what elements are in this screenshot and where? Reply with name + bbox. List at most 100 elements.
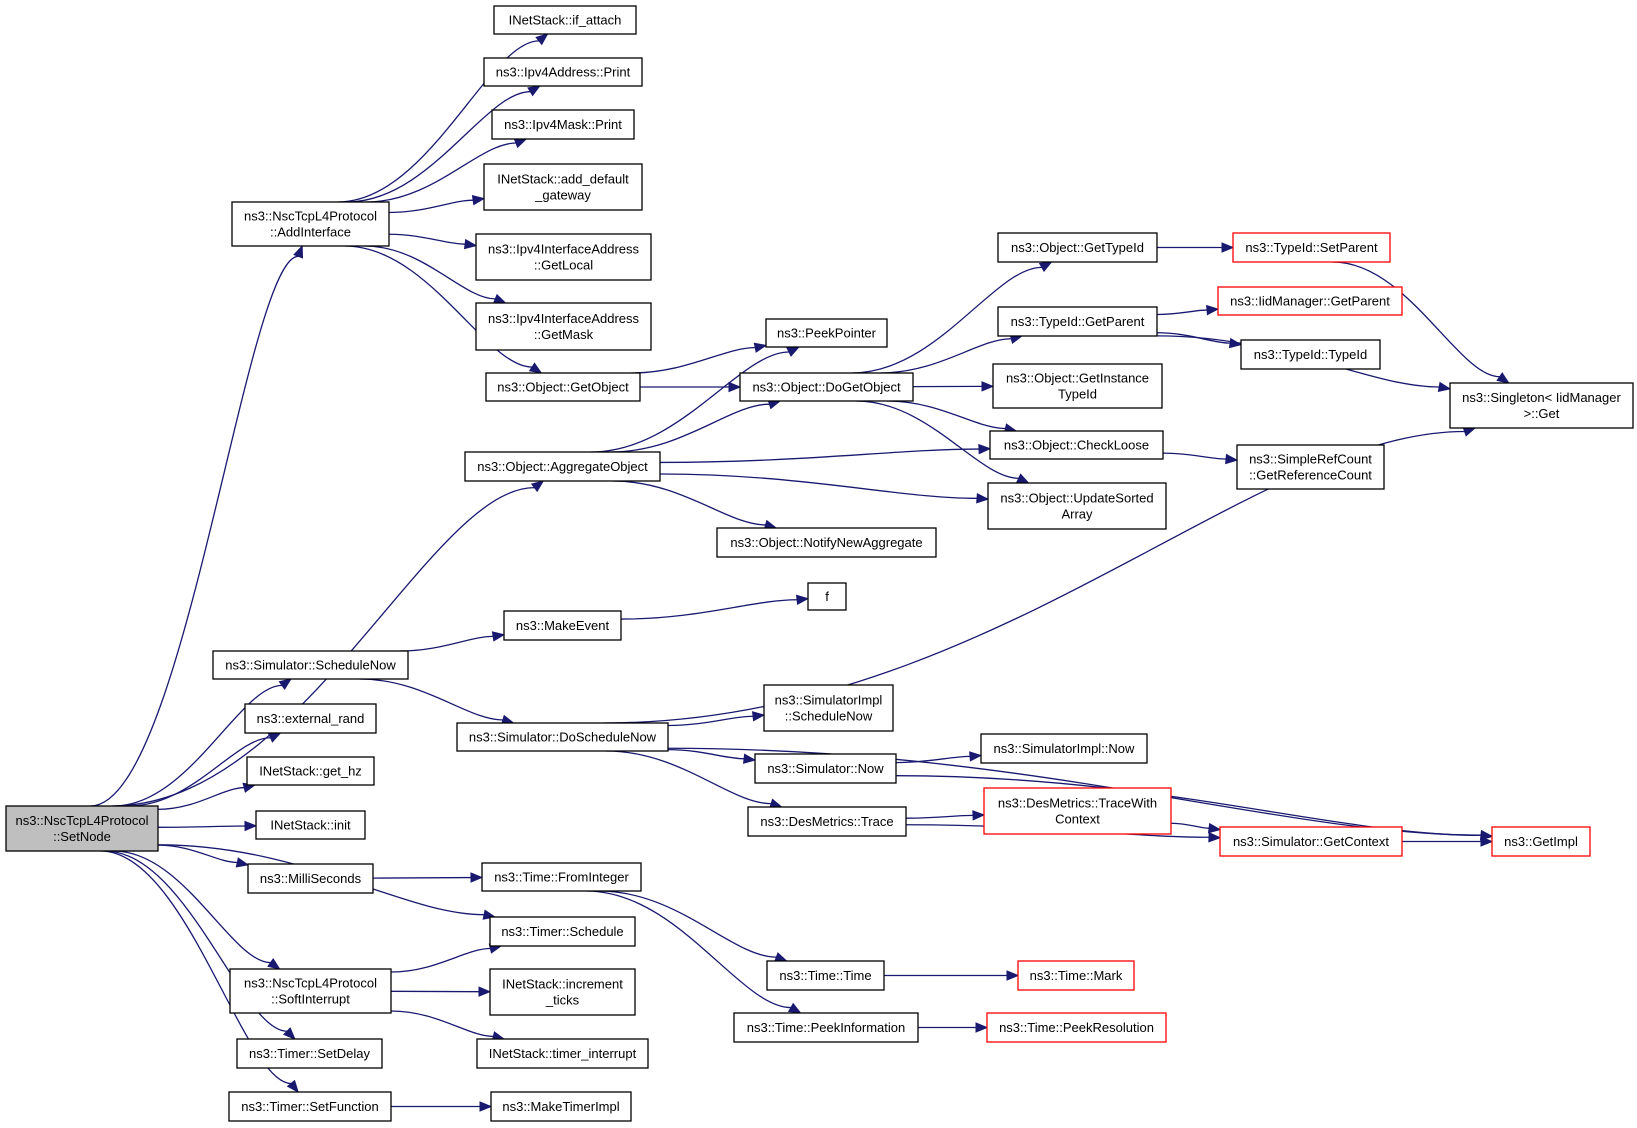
node-typeid_typeid[interactable]: ns3::TypeId::TypeId <box>1240 339 1381 370</box>
node-schedulenow[interactable]: ns3::Simulator::ScheduleNow <box>212 650 409 680</box>
edge-setnode-to-setfunction <box>100 850 292 1085</box>
node-peekpointer[interactable]: ns3::PeekPointer <box>765 318 888 348</box>
edge-addinterface-to-add_default_gateway <box>388 199 474 214</box>
node-gettypeid[interactable]: ns3::Object::GetTypeId <box>997 232 1158 263</box>
node-box <box>229 968 392 1014</box>
node-time_mark[interactable]: ns3::Time::Mark <box>1017 960 1135 991</box>
node-setnode[interactable]: ns3::NscTcpL4Protocol::SetNode <box>5 805 159 852</box>
node-simulator_now[interactable]: ns3::Simulator::Now <box>754 753 897 784</box>
node-singleton_get[interactable]: ns3::Singleton< IidManager>::Get <box>1449 382 1634 429</box>
node-checkloose[interactable]: ns3::Object::CheckLoose <box>989 430 1164 460</box>
node-label: ns3::Simulator::ScheduleNow <box>225 658 396 673</box>
node-box <box>483 163 643 211</box>
arrowhead-getmask <box>492 293 507 304</box>
arrowhead-peekinformation <box>787 1002 802 1014</box>
arrowhead-external_rand <box>267 732 282 743</box>
node-makeevent[interactable]: ns3::MakeEvent <box>503 610 622 641</box>
node-getimpl[interactable]: ns3::GetImpl <box>1491 826 1591 857</box>
node-iidmanager_getparent[interactable]: ns3::IidManager::GetParent <box>1217 286 1403 316</box>
node-frominteger[interactable]: ns3::Time::FromInteger <box>481 862 642 892</box>
node-box <box>493 5 637 35</box>
node-box <box>1236 444 1385 490</box>
edge-setnode-to-milliseconds <box>157 844 238 864</box>
node-label: ns3::Simulator::Now <box>767 761 884 776</box>
edge-schedulenow-to-makeevent <box>399 635 494 652</box>
node-doschedulenow[interactable]: ns3::Simulator::DoScheduleNow <box>456 722 669 752</box>
node-box <box>228 1091 392 1122</box>
node-desmetrics_trace[interactable]: ns3::DesMetrics::Trace <box>747 806 907 837</box>
arrowhead-gettypeid <box>1038 261 1053 273</box>
node-milliseconds[interactable]: ns3::MilliSeconds <box>247 863 374 894</box>
node-box <box>747 806 907 837</box>
node-label: ns3::NscTcpL4Protocol <box>244 976 377 991</box>
arrowhead-getinstancetypeid <box>981 381 995 392</box>
node-if_attach[interactable]: INetStack::if_attach <box>493 5 637 35</box>
node-label: ns3::MakeTimerImpl <box>502 1099 619 1114</box>
node-label: TypeId <box>1058 387 1097 402</box>
node-dogetobject[interactable]: ns3::Object::DoGetObject <box>739 372 914 402</box>
node-box <box>997 306 1158 337</box>
node-peekinformation[interactable]: ns3::Time::PeekInformation <box>733 1012 919 1043</box>
node-increment_ticks[interactable]: INetStack::increment_ticks <box>489 968 636 1016</box>
edge-softinterrupt-to-timer_interrupt <box>390 1010 494 1037</box>
node-ipv4mask_print[interactable]: ns3::Ipv4Mask::Print <box>491 109 635 140</box>
node-simimpl_schedulenow[interactable]: ns3::SimulatorImpl::ScheduleNow <box>763 684 894 732</box>
node-box <box>483 57 643 87</box>
node-maketimerimpl[interactable]: ns3::MakeTimerImpl <box>490 1091 632 1122</box>
node-add_default_gateway[interactable]: INetStack::add_default_gateway <box>483 163 643 211</box>
node-external_rand[interactable]: ns3::external_rand <box>244 703 377 734</box>
node-ipv4addr_print[interactable]: ns3::Ipv4Address::Print <box>483 57 643 87</box>
arrowhead-if_attach <box>535 33 549 46</box>
node-getcontext[interactable]: ns3::Simulator::GetContext <box>1219 826 1403 857</box>
arrowhead-ipv4addr_print <box>527 85 541 97</box>
node-box <box>489 968 636 1016</box>
edge-milliseconds-to-frominteger <box>372 876 472 879</box>
edge-dogetobject-to-gettypeid <box>851 266 1042 374</box>
node-time_time[interactable]: ns3::Time::Time <box>766 960 885 991</box>
node-label: ns3::Object::CheckLoose <box>1004 438 1149 453</box>
node-init[interactable]: INetStack::init <box>255 810 366 840</box>
node-timer_interrupt[interactable]: INetStack::timer_interrupt <box>476 1038 649 1069</box>
node-get_hz[interactable]: INetStack::get_hz <box>246 756 375 786</box>
node-label: Context <box>1055 812 1100 827</box>
node-box <box>5 805 159 852</box>
node-typeid_getparent[interactable]: ns3::TypeId::GetParent <box>997 306 1158 337</box>
node-box <box>992 363 1163 409</box>
arrowhead-time_time <box>774 952 788 962</box>
node-typeid_setparent[interactable]: ns3::TypeId::SetParent <box>1232 232 1391 263</box>
node-timer_schedule[interactable]: ns3::Timer::Schedule <box>489 916 636 947</box>
node-notifynewaggregate[interactable]: ns3::Object::NotifyNewAggregate <box>716 527 937 558</box>
edge-aggregateobject-to-dogetobject <box>610 403 770 453</box>
node-simimpl_now[interactable]: ns3::SimulatorImpl::Now <box>980 733 1148 764</box>
node-peekresolution[interactable]: ns3::Time::PeekResolution <box>986 1012 1167 1043</box>
node-aggregateobject[interactable]: ns3::Object::AggregateObject <box>464 451 661 482</box>
node-setfunction[interactable]: ns3::Timer::SetFunction <box>228 1091 392 1122</box>
node-getlocal[interactable]: ns3::Ipv4InterfaceAddress::GetLocal <box>475 233 652 281</box>
node-label: ns3::Timer::SetFunction <box>241 1099 379 1114</box>
node-setdelay[interactable]: ns3::Timer::SetDelay <box>236 1038 383 1069</box>
node-box <box>989 430 1164 460</box>
edge-addinterface-to-ipv4addr_print <box>347 91 531 203</box>
node-label: ns3::Time::Time <box>779 968 871 983</box>
node-box <box>247 863 374 894</box>
node-box <box>1217 286 1403 316</box>
node-box <box>765 318 888 348</box>
node-label: ns3::PeekPointer <box>777 326 877 341</box>
edge-aggregateobject-to-peekpointer <box>591 351 789 453</box>
node-addinterface[interactable]: ns3::NscTcpL4Protocol::AddInterface <box>231 201 390 247</box>
node-box <box>456 722 669 752</box>
edge-aggregateobject-to-checkloose <box>659 448 980 464</box>
node-getobject[interactable]: ns3::Object::GetObject <box>485 372 641 402</box>
node-getmask[interactable]: ns3::Ipv4InterfaceAddress::GetMask <box>475 302 652 351</box>
node-label: ns3::Simulator::GetContext <box>1233 834 1389 849</box>
arrowhead-setfunction <box>286 1079 299 1094</box>
node-f[interactable]: f <box>807 582 847 611</box>
edge-addinterface-to-getlocal <box>388 233 466 245</box>
node-getreferencecount[interactable]: ns3::SimpleRefCount::GetReferenceCount <box>1236 444 1385 490</box>
edge-setnode-to-init <box>157 825 246 828</box>
node-softinterrupt[interactable]: ns3::NscTcpL4Protocol::SoftInterrupt <box>229 968 392 1014</box>
node-label: ns3::Ipv4InterfaceAddress <box>488 242 640 257</box>
